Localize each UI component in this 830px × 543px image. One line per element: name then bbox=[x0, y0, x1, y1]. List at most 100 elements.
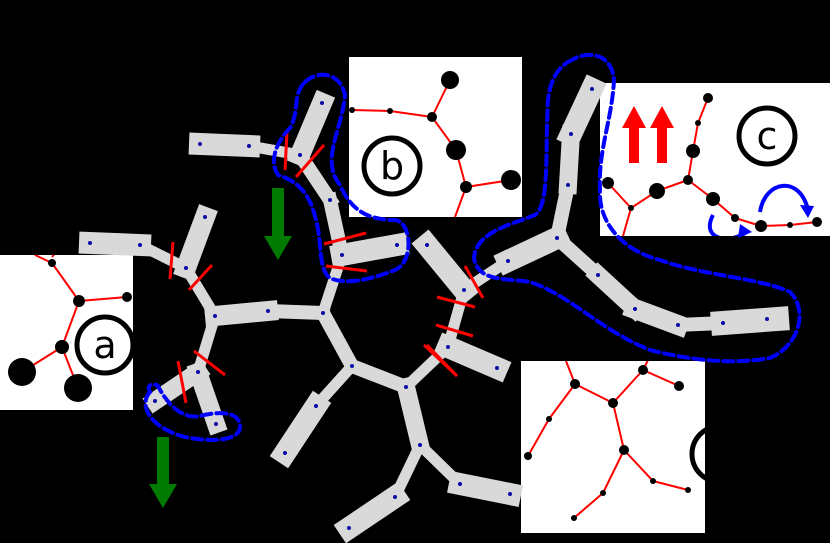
skeleton-node-dot bbox=[393, 495, 397, 499]
skeleton-node-dot bbox=[446, 345, 450, 349]
skeleton-node-dot bbox=[555, 236, 559, 240]
skeleton-node-dot bbox=[314, 404, 318, 408]
inset-edge bbox=[652, 480, 689, 491]
inset-node bbox=[686, 144, 700, 158]
skeleton-node-dot bbox=[196, 370, 200, 374]
skeleton-node-dot bbox=[569, 132, 573, 136]
inset-node bbox=[683, 175, 693, 185]
cut-line bbox=[283, 131, 289, 171]
inset-edge bbox=[574, 383, 614, 404]
inset-label-b: b bbox=[380, 144, 404, 188]
skeleton-node-dot bbox=[247, 144, 251, 148]
skeleton-node-dot bbox=[395, 243, 399, 247]
skeleton-node-dot bbox=[506, 259, 510, 263]
inset-node bbox=[441, 71, 459, 89]
cut-line bbox=[168, 241, 175, 280]
skeleton-segment bbox=[547, 228, 608, 285]
skeleton-node-dot bbox=[340, 253, 344, 257]
red-up-arrow-icon bbox=[622, 106, 646, 163]
skeleton-segment bbox=[395, 376, 431, 456]
inset-edge bbox=[612, 369, 644, 404]
skeleton-node-dot bbox=[566, 183, 570, 187]
lasso-c bbox=[471, 52, 802, 364]
lasso-a bbox=[143, 382, 242, 442]
skeleton-node-dot bbox=[283, 451, 287, 455]
skeleton-node-dot bbox=[298, 153, 302, 157]
skeleton-nodes bbox=[88, 87, 769, 530]
inset-node bbox=[755, 220, 767, 232]
skeleton-segment bbox=[433, 332, 512, 383]
inset-label-circle-d bbox=[689, 427, 705, 481]
inset-node bbox=[600, 490, 606, 496]
skeleton-segment bbox=[556, 74, 607, 149]
inset-a bbox=[8, 255, 132, 402]
skeleton-node-dot bbox=[214, 422, 218, 426]
skeleton-segment bbox=[188, 132, 261, 158]
inset-node bbox=[602, 177, 614, 189]
inset-node bbox=[524, 452, 532, 460]
skeleton-node-dot bbox=[495, 366, 499, 370]
inset-edge bbox=[61, 300, 80, 348]
skeleton-node-dot bbox=[88, 241, 92, 245]
skeleton-segment bbox=[411, 229, 480, 306]
inset-node bbox=[638, 365, 648, 375]
inset-node bbox=[706, 192, 720, 206]
green-down-arrow-icon bbox=[264, 188, 292, 260]
inset-edge bbox=[622, 207, 632, 236]
skeleton-node-dot bbox=[676, 323, 680, 327]
skeleton-node-dot bbox=[350, 364, 354, 368]
inset-node bbox=[446, 140, 466, 160]
skeleton-node-dot bbox=[153, 399, 157, 403]
inset-node bbox=[48, 259, 56, 267]
skeleton-segment bbox=[333, 481, 411, 543]
skeleton-node-dot bbox=[404, 385, 408, 389]
inset-label-circle-c bbox=[736, 105, 798, 167]
inset-edge bbox=[78, 296, 128, 302]
cut-lines bbox=[168, 131, 485, 404]
skeleton-segment bbox=[173, 204, 218, 281]
inset-edge bbox=[527, 418, 550, 457]
skeleton-node-dot bbox=[320, 101, 324, 105]
inset-node bbox=[387, 108, 393, 114]
inset-node bbox=[608, 398, 618, 408]
inset-node bbox=[501, 170, 521, 190]
skeleton-segment bbox=[329, 232, 410, 268]
inset-panel-b bbox=[349, 57, 522, 217]
cut-line bbox=[187, 263, 214, 292]
inset-node bbox=[812, 217, 822, 227]
inset-node bbox=[8, 358, 36, 386]
inset-node bbox=[546, 416, 552, 422]
skeleton-node-dot bbox=[418, 443, 422, 447]
arrowhead-icon bbox=[800, 205, 814, 218]
skeleton-segment bbox=[447, 471, 523, 507]
skeleton-node-dot bbox=[458, 482, 462, 486]
inset-panel-d bbox=[521, 361, 705, 533]
inset-node bbox=[73, 295, 85, 307]
skeleton-node-dot bbox=[721, 321, 725, 325]
cut-line bbox=[435, 323, 474, 338]
skeleton-node-dot bbox=[321, 311, 325, 315]
cut-line bbox=[425, 343, 459, 378]
skeleton-node-dot bbox=[508, 492, 512, 496]
inset-node bbox=[703, 93, 713, 103]
skeleton-node-dot bbox=[596, 273, 600, 277]
skeleton-segment bbox=[316, 248, 349, 320]
inset-node bbox=[619, 445, 629, 455]
skeleton-node-dot bbox=[462, 288, 466, 292]
inset-node bbox=[570, 379, 580, 389]
skeleton-node-dot bbox=[347, 526, 351, 530]
inset-edge bbox=[548, 383, 576, 420]
cut-line bbox=[323, 231, 367, 246]
skeleton-node-dot bbox=[184, 266, 188, 270]
inset-edge bbox=[573, 492, 604, 519]
down-arrows bbox=[149, 188, 292, 508]
inset-node bbox=[427, 112, 437, 122]
inset-d bbox=[524, 361, 691, 521]
skeleton-segment bbox=[286, 89, 336, 169]
inset-edge bbox=[51, 255, 56, 258]
green-down-arrow-icon bbox=[149, 437, 177, 508]
inset-node bbox=[122, 292, 132, 302]
skeleton-segment bbox=[269, 390, 332, 469]
